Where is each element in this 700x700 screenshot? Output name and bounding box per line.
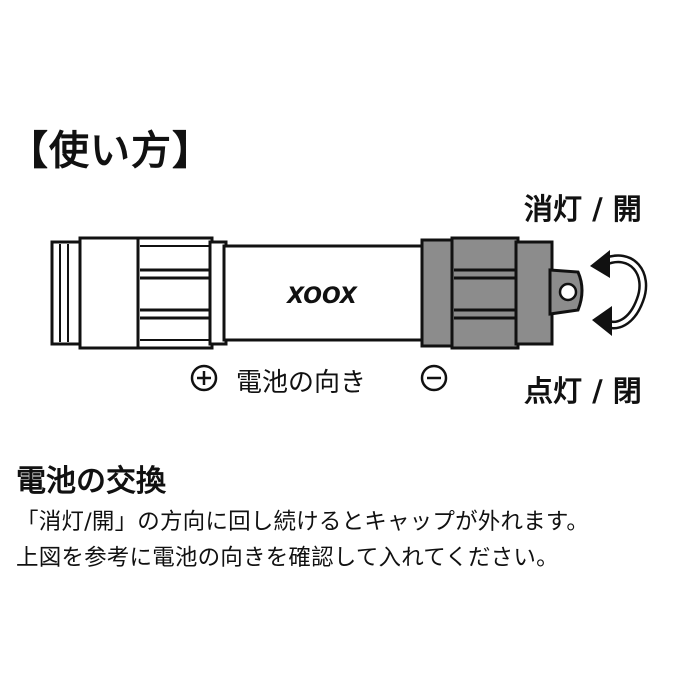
flashlight-grip-ring (136, 236, 214, 350)
instruction-line: 「消灯/開」の方向に回し続けるとキャップが外れます。 (16, 509, 590, 535)
flashlight-head-end (50, 240, 84, 346)
flashlight-head (78, 236, 144, 350)
minus-circle-icon (420, 364, 448, 392)
label-on-close: 点灯 / 閉 (524, 374, 642, 408)
flashlight-diagram: XOOX (50, 236, 648, 392)
flashlight-tail-cap[interactable] (420, 236, 584, 350)
battery-direction-caption: 電池の向き (236, 368, 367, 398)
battery-replacement-heading: 電池の交換 (16, 464, 166, 499)
label-off-open: 消灯 / 開 (524, 192, 642, 226)
rotate-arrow-icon (590, 250, 648, 336)
brand-logo: XOOX (285, 284, 358, 309)
page-title: 【使い方】 (8, 128, 213, 174)
instruction-line: 上図を参考に電池の向きを確認して入れてください。 (16, 545, 559, 571)
plus-circle-icon (190, 364, 218, 392)
